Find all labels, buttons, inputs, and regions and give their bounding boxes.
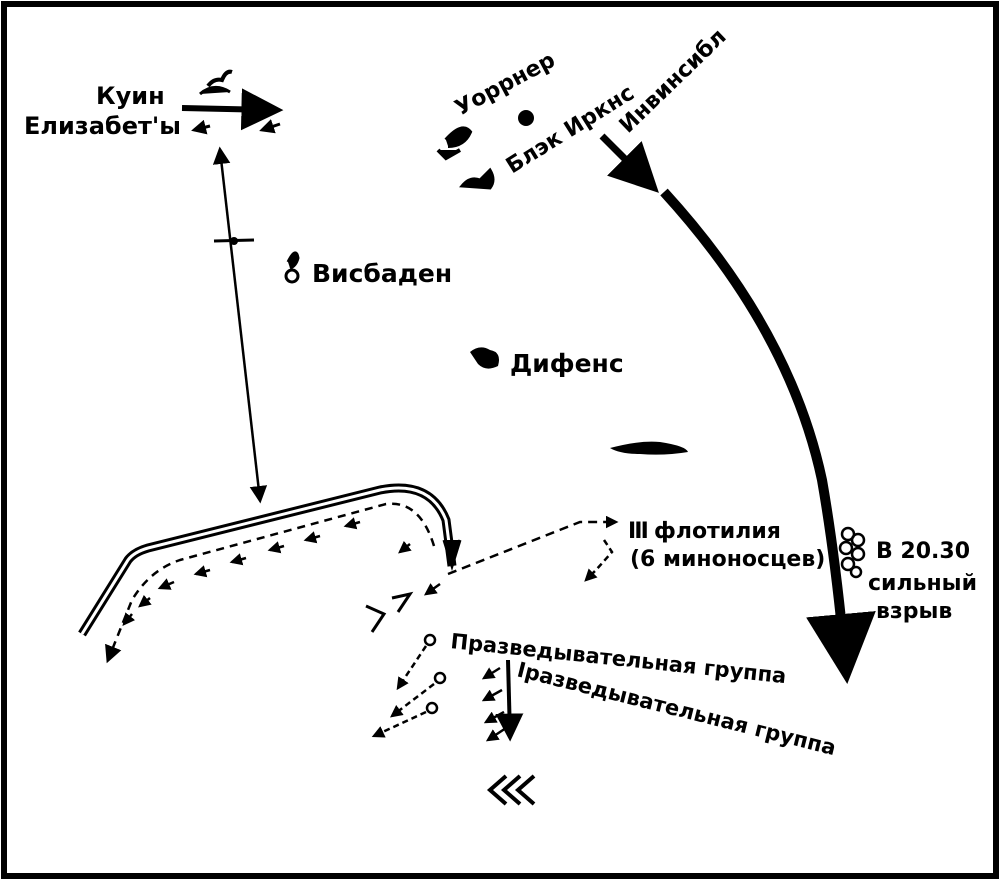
warrior-label: Уоррнер	[451, 48, 559, 121]
defence-label: Дифенс	[510, 349, 624, 378]
explosion-label-1: сильный	[868, 571, 977, 596]
flotilla-numeral: Ⅲ	[628, 519, 649, 544]
flotilla-track	[423, 515, 619, 596]
destroyer-track-dashed	[105, 502, 436, 664]
flotilla-label-2: (6 миноносцев)	[630, 547, 825, 572]
invincible-label: Инвинсибл	[615, 24, 732, 138]
sinking-ship-icon	[610, 441, 688, 455]
black-prince-ship-icons	[459, 110, 534, 190]
second-scouting-group-label: Празведывательная группа	[449, 629, 787, 688]
chevron-markers	[365, 591, 536, 806]
queen-elizabeth-label-2: Елизабет'ы	[24, 112, 181, 140]
range-line	[212, 146, 268, 504]
warrior-ship-icon	[436, 126, 473, 161]
second-scouting-group-track	[371, 633, 447, 738]
wiesbaden-label: Висбаден	[312, 259, 452, 288]
wiesbaden-ship-icon	[284, 251, 300, 284]
flotilla-label-1: флотилия	[654, 519, 781, 544]
first-scouting-group-track	[481, 659, 524, 742]
queen-elizabeth-label-1: Куин	[96, 82, 165, 110]
explosion-time-label: В 20.30	[876, 539, 970, 564]
defence-ship-icon	[470, 347, 499, 369]
queen-elizabeth-ships	[181, 69, 284, 135]
explosion-icon	[838, 526, 866, 579]
explosion-label-2: взрыв	[876, 599, 952, 624]
invincible-track	[599, 133, 876, 684]
british-line-track	[78, 483, 462, 637]
black-prince-label: Блэк Иркнс	[502, 81, 639, 179]
